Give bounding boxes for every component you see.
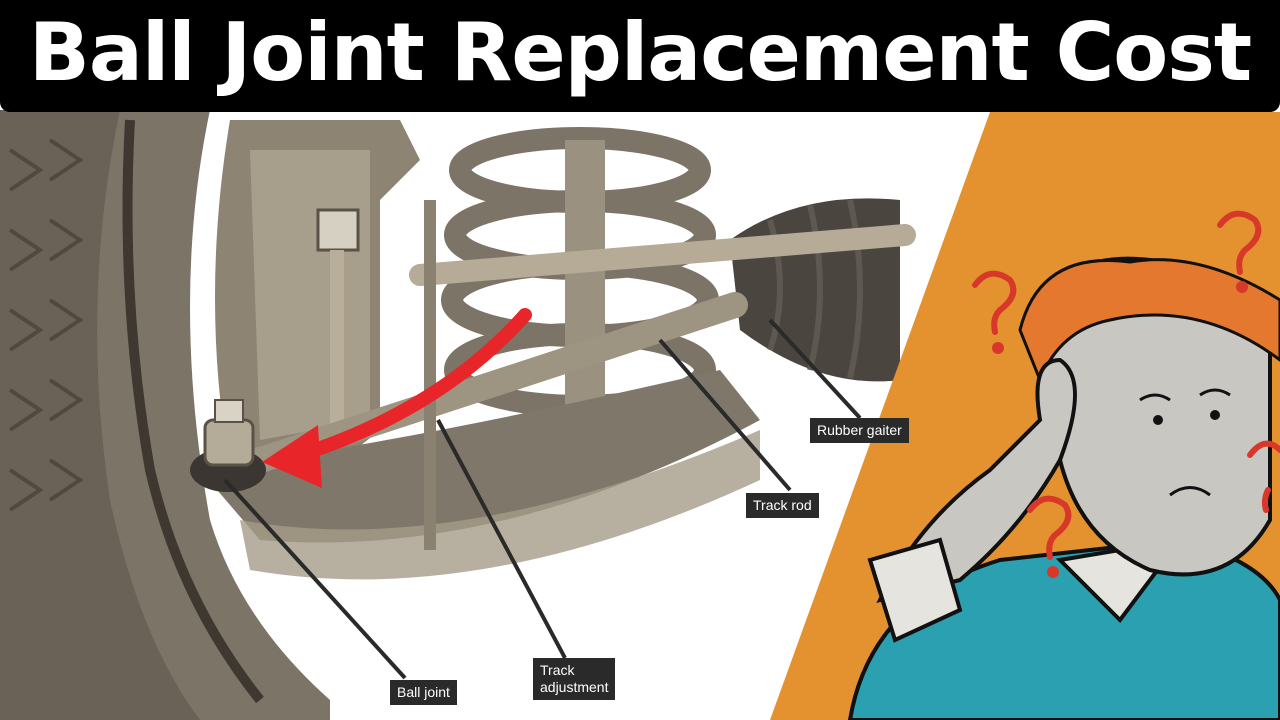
label-ball-joint: Ball joint — [390, 680, 457, 705]
label-rubber-gaiter: Rubber gaiter — [810, 418, 909, 443]
label-track-adjustment-line1: Track — [540, 662, 575, 678]
confused-man-illustration — [847, 256, 1280, 720]
label-track-rod: Track rod — [746, 493, 819, 518]
ball-joint — [190, 399, 266, 492]
rubber-gaiter — [730, 198, 900, 382]
tire — [0, 110, 330, 720]
red-arrow — [262, 308, 532, 488]
question-marks — [972, 210, 1280, 578]
page-title: Ball Joint Replacement Cost — [28, 6, 1252, 99]
steering-knuckle — [215, 120, 420, 470]
label-track-adjustment-line2: adjustment — [540, 679, 609, 695]
lower-control-arm — [200, 370, 760, 543]
label-track-adjustment: Track adjustment — [533, 658, 616, 700]
shock-absorber — [565, 140, 605, 440]
upper-rod — [409, 224, 916, 286]
title-bar: Ball Joint Replacement Cost — [0, 0, 1280, 112]
leader-lines — [223, 318, 862, 680]
